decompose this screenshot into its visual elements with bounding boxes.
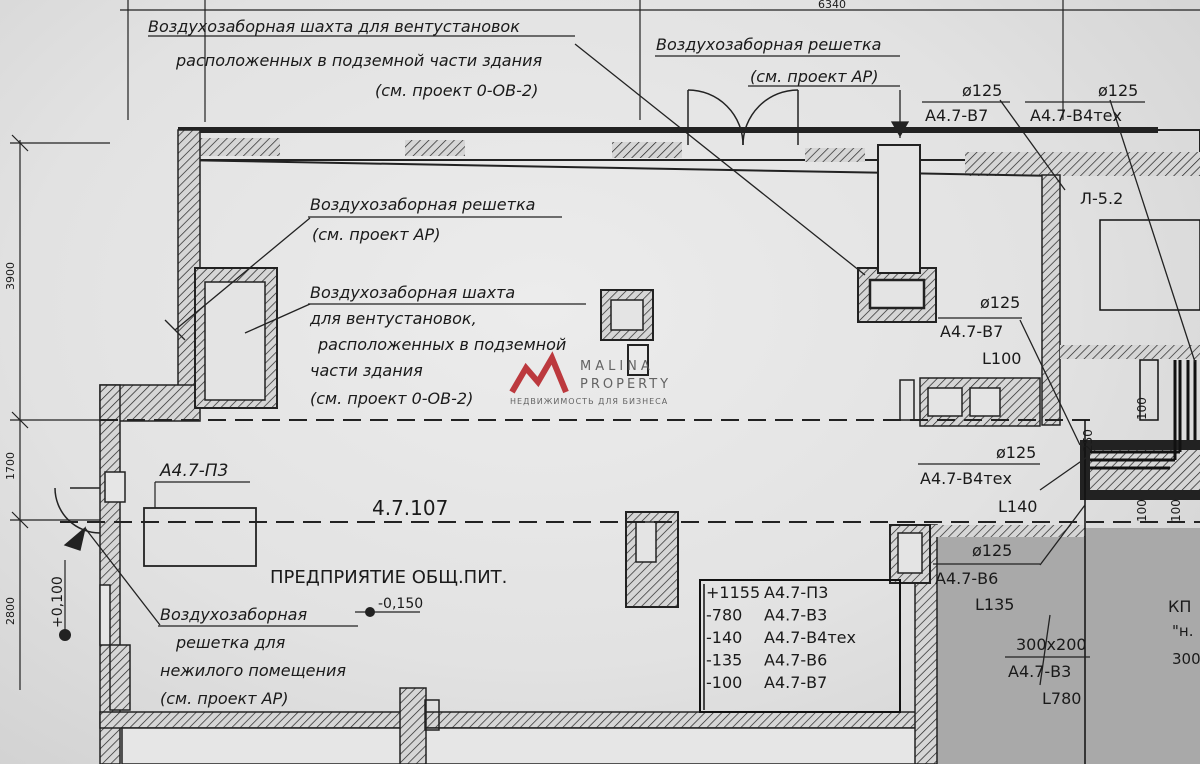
room-label: Л-5.2 [1080,189,1123,208]
shaft-mid-line2: для вентустановок, [309,309,477,328]
legend-system: А4.7-П3 [764,583,828,602]
duct2-sys: А4.7-В4тех [1030,106,1122,125]
grille-left-line1: Воздухозаборная решетка [310,195,535,214]
shaft-mid-line1: Воздухозаборная шахта [310,283,515,302]
walls [99,127,1200,764]
legend-level: -140 [706,628,742,647]
small-250: 250 [1081,429,1095,452]
gray-room [935,528,1200,764]
doors [54,89,799,534]
legend-system: А4.7-В6 [764,651,827,670]
grille-top-line2: (см. проект АР) [750,67,878,86]
shafts [99,144,1041,764]
right-edge-3: 300 [1172,650,1200,668]
duct4-sys: А4.7-В4тех [920,469,1012,488]
duct4-diam: ø125 [996,443,1036,462]
watermark-line1: MALINA [580,359,654,374]
legend-system: А4.7-В7 [764,673,827,692]
shaft-top-line1: Воздухозаборная шахта для вентустановок [148,17,520,36]
duct6-sys: А4.7-В3 [1008,662,1071,681]
duct-risers [1084,219,1200,764]
leader-lines [63,43,1196,686]
dim-left-1: 3900 [4,262,17,290]
shaft-mid-line4: части здания [310,361,423,380]
duct4-len: L140 [998,497,1037,516]
duct1-sys: А4.7-В7 [925,106,988,125]
small-100-c: 100 [1169,499,1183,522]
level-left: +0,100 [50,576,66,628]
duct3-sys: А4.7-В7 [940,322,1003,341]
dimension-lines [10,0,1200,690]
watermark: MALINA PROPERTY НЕДВИЖИМОСТЬ ДЛЯ БИЗНЕСА [509,351,671,406]
grille-bottom-line2: решетка для [175,633,286,652]
right-edge-2: "н. [1172,622,1193,640]
grille-left-line2: (см. проект АР) [312,225,440,244]
duct3-len: L100 [982,349,1021,368]
legend-level: -100 [706,673,742,692]
dim-left-3: 2800 [4,597,17,625]
duct5-len: L135 [975,595,1014,614]
duct6-len: L780 [1042,689,1081,708]
watermark-tagline: НЕДВИЖИМОСТЬ ДЛЯ БИЗНЕСА [510,397,668,406]
shaft-mid-line5: (см. проект 0-ОВ-2) [310,389,473,408]
right-edge-1: КП [1168,597,1191,616]
grille-top-line1: Воздухозаборная решетка [656,35,881,54]
duct3-diam: ø125 [980,293,1020,312]
shaft-top-line3: (см. проект 0-ОВ-2) [375,81,538,100]
dim-top: 6340 [818,0,846,11]
legend-level: +1155 [706,583,760,602]
legend-level: -780 [706,606,742,625]
equipment-box [143,507,257,567]
shaft-mid-line3: расположенных в подземной [317,335,566,354]
level-marks [59,560,420,641]
level-floor: -0,150 [378,596,423,612]
legend-level: -135 [706,651,742,670]
room-number: 4.7.107 [372,496,448,520]
dim-left-2: 1700 [4,452,17,480]
grille-bottom-line3: нежилого помещения [160,661,346,680]
watermark-line2: PROPERTY [580,377,671,392]
legend-system: А4.7-В3 [764,606,827,625]
grille-bottom-line4: (см. проект АР) [160,689,288,708]
axis-lines [60,419,1200,523]
equipment-label: А4.7-П3 [159,461,228,481]
duct1-diam: ø125 [962,81,1002,100]
legend-table [699,579,901,713]
duct6-size: 300х200 [1016,635,1087,654]
watermark-logo-icon [509,351,569,394]
small-100-b: 100 [1135,499,1149,522]
legend-system: А4.7-В4тех [764,628,856,647]
duct2-diam: ø125 [1098,81,1138,100]
small-100-a: 100 [1135,397,1149,420]
duct5-diam: ø125 [972,541,1012,560]
room-name: ПРЕДПРИЯТИЕ ОБЩ.ПИТ. [270,567,507,588]
grille-bottom-line1: Воздухозаборная [160,605,307,624]
duct5-sys: А4.7-В6 [935,569,998,588]
shaft-top-line2: расположенных в подземной части здания [175,51,542,70]
